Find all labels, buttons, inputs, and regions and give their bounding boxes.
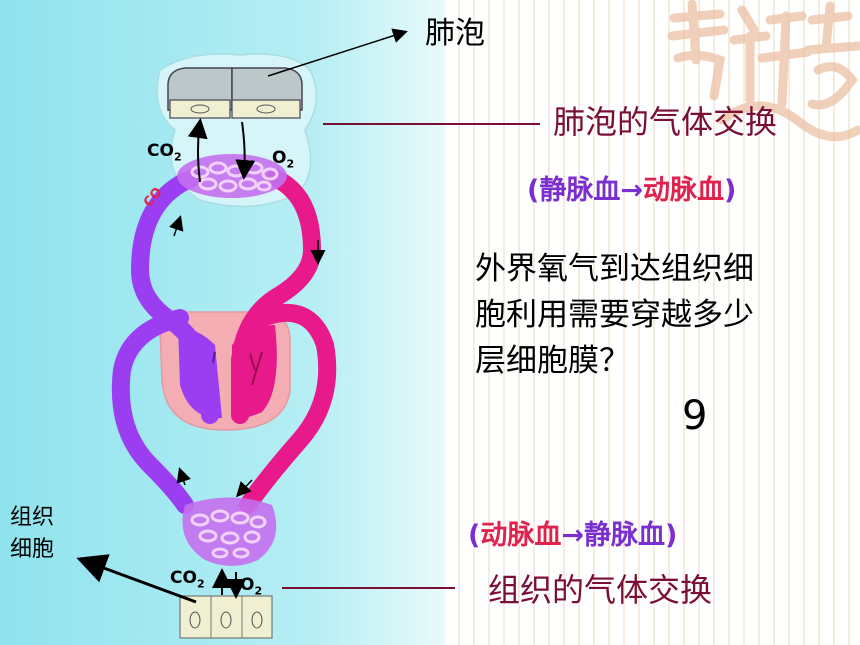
pulmonary-artery: [131, 169, 219, 424]
o2-bottom-label: O2: [240, 575, 262, 597]
paren-open: (: [468, 520, 481, 551]
tissue-blood-change: (动脉血→静脉血): [468, 513, 677, 552]
subscript-2: 2: [254, 584, 263, 598]
arrow-symbol: →: [620, 175, 643, 206]
arterial-blood-text: 动脉血: [642, 175, 724, 206]
tissue-cell-label: 组织 细胞: [10, 502, 70, 566]
o2-bottom-text: O: [240, 575, 255, 595]
flow-arrows: [169, 215, 326, 498]
paren-close: ): [664, 520, 678, 551]
tissue-cell-label-line-1: 组织: [10, 505, 55, 530]
lung-blood-change: (静脉血→动脉血): [527, 168, 736, 207]
subscript-2: 2: [286, 157, 295, 171]
tissue-capillary-network: [182, 497, 277, 566]
question-line-2: 胞利用需要穿越多少: [475, 297, 754, 333]
paren-open: (: [527, 175, 540, 206]
venous-blood-text: 静脉血: [539, 175, 621, 206]
arterial-blood-text: 动脉血: [480, 520, 562, 551]
co2-bottom-label: CO2: [170, 568, 205, 590]
paren-close: ): [723, 175, 737, 206]
co2-top-label: CO2: [147, 141, 182, 163]
o2-top-text: O: [272, 148, 287, 168]
arrow-symbol: →: [561, 520, 584, 551]
pulmonary-vein: [231, 169, 321, 424]
tissue-cell-label-line-2: 细胞: [10, 537, 55, 562]
tissue-exchange-title: 组织的气体交换: [488, 571, 713, 609]
alveolus-label: 肺泡: [425, 16, 485, 51]
vena-cava: [111, 309, 194, 514]
circulation-diagram: [76, 28, 445, 639]
gas-arrows: [187, 118, 256, 599]
subscript-2: 2: [173, 150, 182, 164]
co2-bottom-text: CO: [170, 568, 197, 588]
question-line-1: 外界氧气到达组织细: [475, 251, 754, 287]
o2-top-label: O2: [272, 148, 294, 170]
lung-capillary-network: [177, 154, 287, 198]
text-panel-background: [445, 0, 860, 645]
lung-exchange-title: 肺泡的气体交换: [553, 103, 778, 141]
question-line-3: 层细胞膜？: [475, 343, 630, 379]
answer-number: 9: [682, 393, 708, 439]
question-text: 外界氧气到达组织细 胞利用需要穿越多少 层细胞膜？: [475, 246, 825, 384]
aorta: [239, 303, 337, 514]
tissue-cell-pointer: [76, 554, 197, 604]
alveolus-pointer: [267, 28, 408, 77]
co2-top-text: CO: [147, 141, 174, 161]
watermark-stamp: [667, 0, 860, 142]
alveolus-sacs: [167, 67, 303, 119]
subscript-2: 2: [196, 577, 205, 591]
leader-extensions: [445, 123, 540, 589]
venous-blood-text: 静脉血: [583, 520, 665, 551]
